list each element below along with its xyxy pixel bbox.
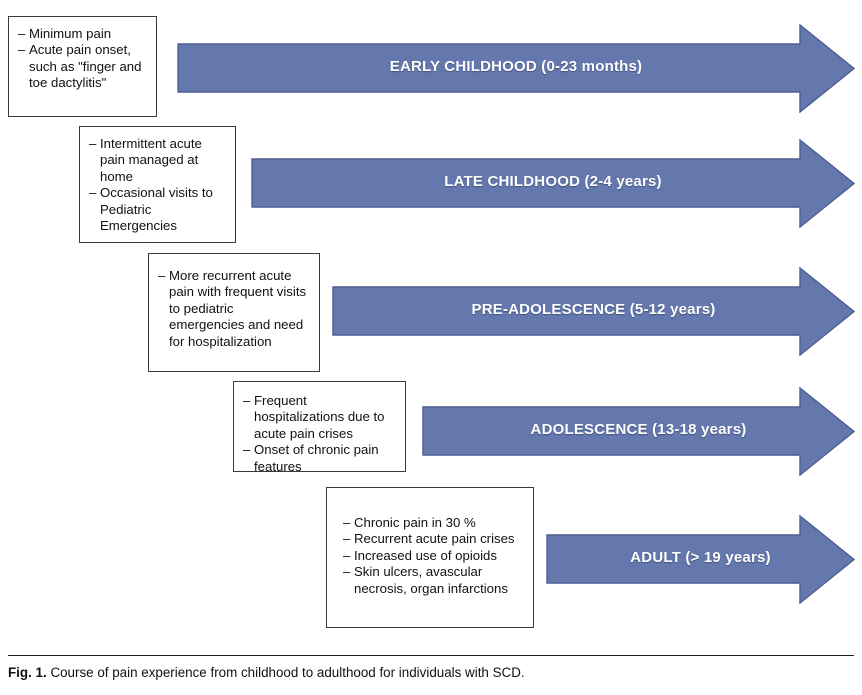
- arrow-label-late-childhood: LATE CHILDHOOD (2-4 years): [444, 173, 662, 190]
- bullet-list: Minimum pain Acute pain onset, such as "…: [18, 26, 148, 92]
- list-item: Chronic pain in 30 %: [343, 515, 525, 532]
- figure-caption: Fig. 1. Course of pain experience from c…: [8, 664, 854, 682]
- arrow-adolescence: ADOLESCENCE (13-18 years): [422, 387, 855, 476]
- textbox-adolescence: Frequent hospitalizations due to acute p…: [233, 381, 406, 475]
- arrow-late-childhood: LATE CHILDHOOD (2-4 years): [251, 139, 855, 228]
- list-item: Skin ulcers, avascular necrosis, organ i…: [343, 564, 525, 597]
- arrow-label-early-childhood: EARLY CHILDHOOD (0-23 months): [389, 58, 643, 75]
- arrow-shape-icon: [251, 139, 855, 228]
- textbox-late-childhood: Intermittent acute pain managed at home …: [79, 126, 236, 243]
- bullet-list: Frequent hospitalizations due to acute p…: [243, 393, 397, 475]
- bullet-list: More recurrent acute pain with frequent …: [158, 268, 311, 350]
- diagram-stage: EARLY CHILDHOOD (0-23 months) LATE CHILD…: [0, 0, 862, 645]
- arrow-pre-adolescence: PRE-ADOLESCENCE (5-12 years): [332, 267, 855, 356]
- arrow-label-adolescence: ADOLESCENCE (13-18 years): [530, 421, 747, 438]
- list-item: Acute pain onset, such as "finger and to…: [18, 42, 148, 91]
- arrow-label-adult: ADULT (> 19 years): [630, 549, 771, 566]
- arrow-adult: ADULT (> 19 years): [546, 515, 855, 604]
- bullet-list: Intermittent acute pain managed at home …: [89, 136, 227, 234]
- arrow-shape-icon: [422, 387, 855, 476]
- arrow-shape-icon: [332, 267, 855, 356]
- arrow-shape-icon: [177, 24, 855, 113]
- arrow-label-pre-adolescence: PRE-ADOLESCENCE (5-12 years): [471, 301, 716, 318]
- list-item: Onset of chronic pain features: [243, 442, 397, 475]
- list-item: More recurrent acute pain with frequent …: [158, 268, 311, 350]
- caption-label: Fig. 1.: [8, 665, 47, 680]
- textbox-adult: Chronic pain in 30 % Recurrent acute pai…: [326, 487, 534, 628]
- list-item: Occasional visits to Pediatric Emergenci…: [89, 185, 227, 234]
- caption-text: Course of pain experience from childhood…: [50, 665, 525, 680]
- arrow-early-childhood: EARLY CHILDHOOD (0-23 months): [177, 24, 855, 113]
- list-item: Frequent hospitalizations due to acute p…: [243, 393, 397, 442]
- list-item: Increased use of opioids: [343, 548, 525, 565]
- list-item: Recurrent acute pain crises: [343, 531, 525, 548]
- list-item: Intermittent acute pain managed at home: [89, 136, 227, 185]
- textbox-pre-adolescence: More recurrent acute pain with frequent …: [148, 253, 320, 372]
- caption-divider: [8, 655, 854, 656]
- textbox-early-childhood: Minimum pain Acute pain onset, such as "…: [8, 16, 157, 117]
- list-item: Minimum pain: [18, 26, 148, 43]
- arrow-shape-icon: [546, 515, 855, 604]
- bullet-list: Chronic pain in 30 % Recurrent acute pai…: [343, 515, 525, 597]
